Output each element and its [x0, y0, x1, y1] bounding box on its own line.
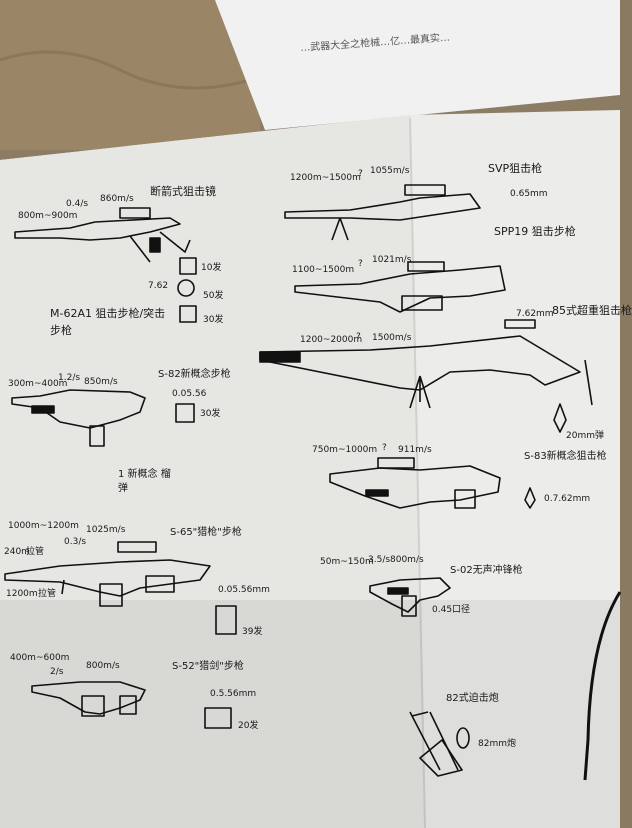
label-m62a1-rof: 0.4/s	[66, 199, 89, 209]
label-s52-name: S-52"猎剑"步枪	[172, 661, 244, 672]
label-type85-range: 1200~2000m	[300, 335, 363, 345]
label-m62a1-box: 50发	[203, 291, 224, 301]
sketch-s02	[369, 577, 451, 617]
label-s82-rounds: 30发	[200, 409, 221, 419]
sketch-s83	[329, 457, 501, 509]
label-spp19-range: 1100~1500m	[292, 265, 355, 275]
label-m62a1-mag: 30发	[203, 315, 224, 325]
sketch-magazines	[175, 257, 567, 729]
label-m62a1-range: 800m~900m	[18, 211, 78, 221]
label-s65-range-b-label: 拉管	[26, 547, 45, 557]
label-m62a1-caliber: 7.62	[148, 281, 169, 291]
sketch-s82	[11, 389, 146, 447]
label-s82-caliber: 0.05.56	[172, 389, 207, 399]
label-s65-caliber: 0.05.56mm	[218, 585, 270, 595]
label-s65-range-b: 240m	[4, 547, 30, 557]
label-svp-name: SVP狙击枪	[488, 162, 543, 175]
label-s65-name: S-65"猎枪"步枪	[170, 527, 242, 538]
label-s02-name: S-02无声冲锋枪	[450, 565, 523, 576]
label-m62a1-title: M-62A1 狙击步枪/突击步枪	[50, 307, 166, 337]
label-s65-velocity: 1025m/s	[86, 525, 126, 535]
sketch-type85	[259, 319, 593, 409]
label-s65-rounds: 39发	[242, 627, 263, 637]
label-s83-caliber: 0.7.62mm	[544, 494, 591, 504]
label-s65-range-c: 1200m	[6, 589, 38, 599]
label-s83-velocity: 911m/s	[398, 445, 432, 455]
label-spp19-rof: ?	[358, 259, 363, 269]
label-m62a1-drum: 10发	[201, 263, 222, 273]
top-paper-sheet	[215, 0, 620, 130]
label-spp19-velocity: 1021m/s	[372, 255, 412, 265]
label-s83-rof: ?	[382, 443, 387, 453]
sketch-mortar	[409, 711, 470, 777]
label-s02-rof: 3.5/s	[368, 555, 391, 565]
label-s52-velocity: 800m/s	[86, 661, 120, 671]
label-s82-note: 1 新概念 榴弹	[118, 469, 171, 494]
label-s52-rounds: 20发	[238, 721, 259, 731]
label-svp-velocity: 1055m/s	[370, 166, 410, 176]
label-s02-range: 50m~150m	[320, 557, 374, 567]
label-s82-velocity: 850m/s	[84, 377, 118, 387]
sketch-m62a1	[14, 207, 191, 263]
label-m62a1-velocity: 860m/s	[100, 194, 134, 204]
label-type85-name: 85式超重狙击枪	[552, 304, 632, 317]
sketch-s52	[31, 681, 146, 717]
label-type85-velocity: 1500m/s	[372, 333, 412, 343]
label-mortar-caliber: 82mm炮	[478, 739, 516, 749]
sketch-spp19	[294, 261, 506, 313]
label-s65-range-c-label: 拉管	[38, 589, 57, 599]
sketch-s65	[4, 541, 211, 607]
label-s82-name: S-82新概念步枪	[158, 369, 231, 380]
label-svp-range: 1200m~1500m	[290, 173, 361, 183]
sketch-svp	[284, 184, 481, 241]
label-s02-rounds: 0.45口径	[432, 605, 471, 615]
label-s83-range: 750m~1000m	[312, 445, 378, 455]
label-s82-rof: 1.2/s	[58, 373, 81, 383]
label-m62a1-scope: 断箭式狙击镜	[150, 185, 216, 198]
label-s52-caliber: 0.5.56mm	[210, 689, 257, 699]
label-svp-rof: ?	[358, 169, 363, 179]
label-type85-caliber: 7.62mm	[516, 309, 554, 319]
label-s52-rof: 2/s	[50, 667, 64, 677]
label-s65-range-a: 1000m~1200m	[8, 521, 79, 531]
label-svp-caliber: 0.65mm	[510, 189, 548, 199]
label-s83-name: S-83新概念狙击枪	[524, 451, 607, 462]
label-type85-rof: ?	[356, 332, 361, 342]
label-mortar-name: 82式迫击炮	[446, 693, 499, 704]
label-spp19-name: SPP19 狙击步枪	[494, 225, 576, 238]
label-type85-rounds: 20mm弹	[566, 431, 604, 441]
label-s82-range: 300m~400m	[8, 379, 68, 389]
label-s52-range: 400m~600m	[10, 653, 70, 663]
label-s65-rof: 0.3/s	[64, 537, 87, 547]
label-s02-velocity: 800m/s	[390, 555, 424, 565]
